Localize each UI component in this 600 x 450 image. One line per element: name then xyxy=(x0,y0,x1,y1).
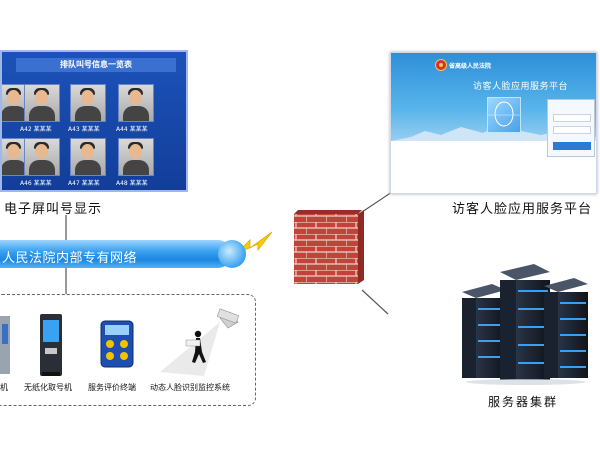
queue-label: A48 某某某 xyxy=(116,180,148,187)
server-tower xyxy=(544,278,588,378)
terminal-devices-group xyxy=(0,294,256,406)
queue-label: A47 某某某 xyxy=(68,180,100,187)
password-field[interactable] xyxy=(553,126,591,134)
platform-caption: 访客人脸应用服务平台 xyxy=(452,202,593,217)
kiosk-partial-icon xyxy=(0,316,10,374)
server-cluster-icon xyxy=(462,264,588,385)
queue-screen-title: 排队叫号信息一览表 xyxy=(16,58,176,72)
person-photo xyxy=(70,138,106,176)
platform-title: 访客人脸应用服务平台 xyxy=(473,82,569,92)
visitor-platform-screen: 省高级人民法院 访客人脸应用服务平台 xyxy=(390,52,597,194)
server-tower xyxy=(500,264,550,380)
person-photo xyxy=(24,84,60,122)
platform-logo-text: 省高级人民法院 xyxy=(449,63,492,70)
firewall-to-servers-line xyxy=(361,289,389,315)
firewall-icon xyxy=(294,210,364,284)
person-photo xyxy=(24,138,60,176)
court-emblem-icon xyxy=(435,59,447,71)
login-button[interactable] xyxy=(553,142,591,150)
device-label: 服务评价终端 xyxy=(88,383,136,392)
face-outline-icon xyxy=(488,101,520,127)
queue-label: A44 某某某 xyxy=(116,126,148,133)
face-scan-icon xyxy=(487,97,521,133)
face-monitoring-icon xyxy=(160,308,240,376)
person-photo xyxy=(118,84,154,122)
queue-label: A46 某某某 xyxy=(20,180,52,187)
queue-label: A43 某某某 xyxy=(68,126,100,133)
device-label: 无纸化取号机 xyxy=(24,383,72,392)
person-photo xyxy=(118,138,154,176)
server-cluster-caption: 服务器集群 xyxy=(488,395,559,409)
login-panel xyxy=(547,99,595,157)
device-label: 机 xyxy=(0,383,8,392)
ticket-machine-icon xyxy=(40,314,62,376)
internal-network-tube xyxy=(0,240,232,268)
server-tower xyxy=(462,284,506,378)
username-field[interactable] xyxy=(553,114,591,122)
device-label: 动态人脸识别监控系统 xyxy=(150,383,230,392)
network-tube-end xyxy=(218,240,246,268)
network-label: 人民法院内部专有网络 xyxy=(2,251,138,266)
queue-display-screen: 排队叫号信息一览表 A42 某某某 A43 某某某 A44 某某某 A46 某某… xyxy=(0,50,188,192)
person-photo xyxy=(70,84,106,122)
queue-label: A42 某某某 xyxy=(20,126,52,133)
queue-screen-caption: 电子屏叫号显示 xyxy=(4,202,103,217)
evaluation-terminal-icon xyxy=(100,320,134,368)
